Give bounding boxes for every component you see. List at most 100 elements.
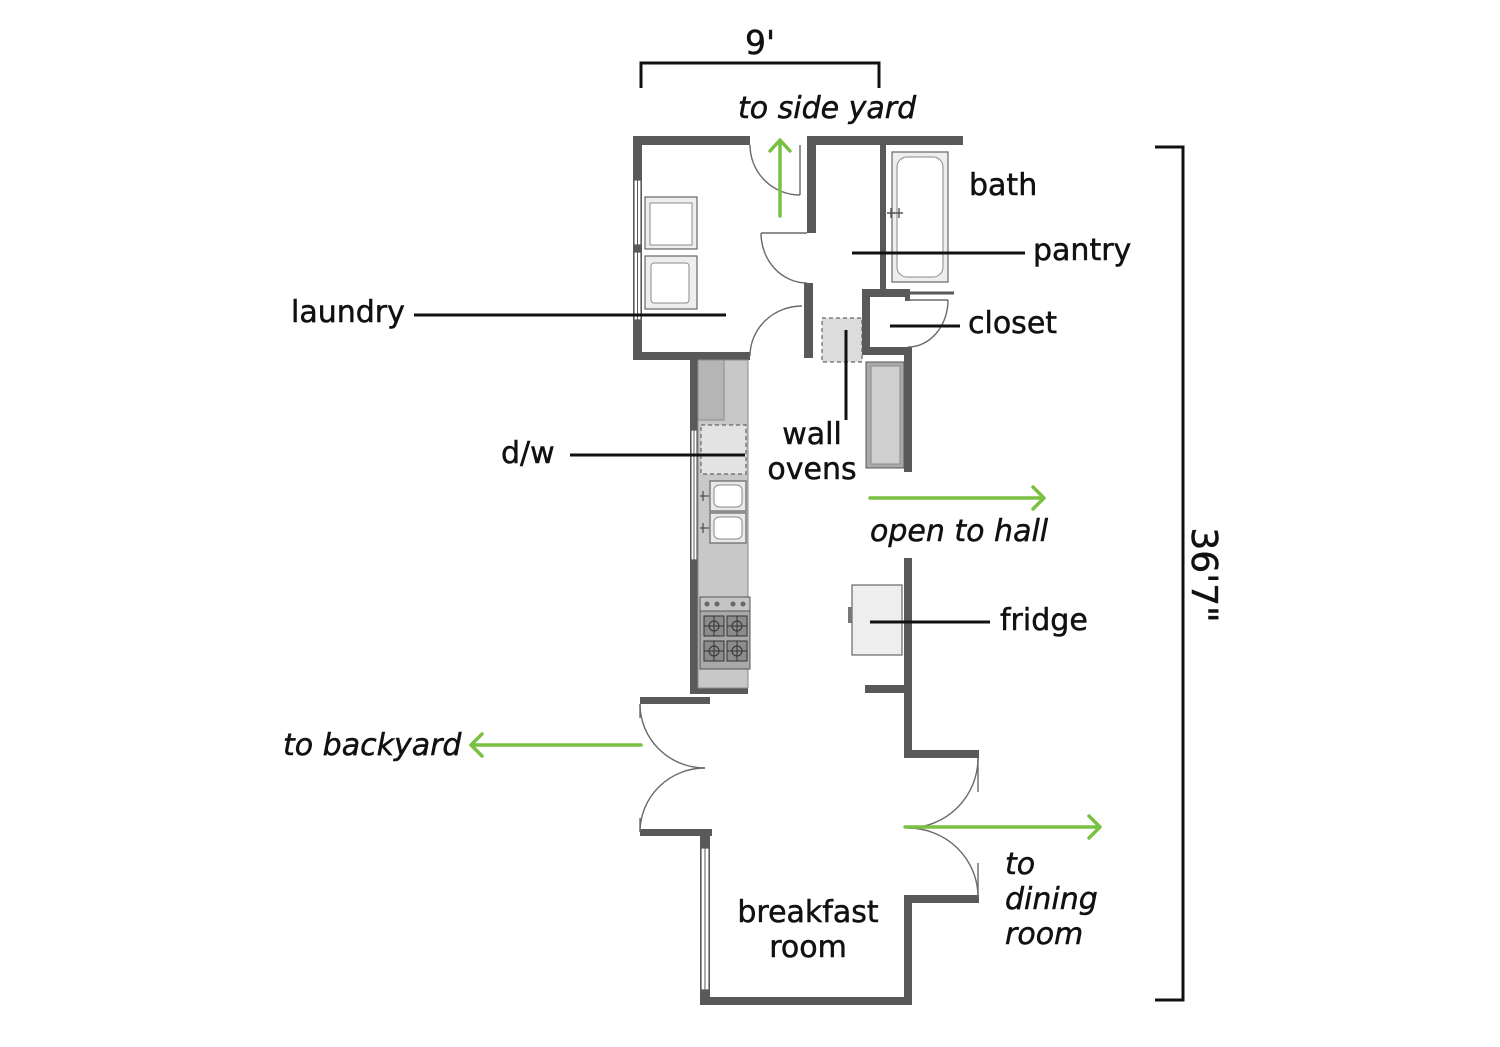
- wall-bath-left: [880, 145, 886, 291]
- burner-ring-icon: [731, 645, 743, 657]
- burner-ring-icon: [708, 620, 720, 632]
- door-swing: [749, 305, 803, 357]
- labels: to side yard bath pantry laundry closet …: [283, 91, 1132, 966]
- tall-cabinet: [865, 361, 905, 469]
- washer: [644, 255, 698, 310]
- stove: [699, 596, 751, 670]
- room-closet: closet: [968, 306, 1057, 341]
- sink-bowl-upper: [713, 484, 743, 508]
- wall-laundry-left: [633, 136, 642, 360]
- room-breakfast-line1: breakfast: [737, 895, 879, 930]
- fixture-wall-ovens-line2: ovens: [767, 452, 856, 487]
- fixture-wall-ovens-line1: wall: [782, 417, 842, 452]
- dryer-top: [649, 202, 693, 246]
- stove-knob: [730, 601, 736, 607]
- fridge-handle: [848, 607, 852, 623]
- burner-grate-icon: [704, 616, 747, 661]
- bathtub-faucet-icon: [887, 208, 903, 218]
- kitchen-counter: [697, 359, 751, 689]
- fixture-dishwasher: d/w: [501, 436, 555, 471]
- sink-faucet-icon: [700, 491, 709, 533]
- breakfast-window: [700, 847, 710, 991]
- wall-breakfast-right: [904, 895, 912, 1005]
- door-swing: [907, 299, 949, 348]
- direction-dining-line3: room: [1005, 917, 1083, 952]
- leader-lines: [414, 251, 1025, 624]
- stove-knob: [740, 601, 746, 607]
- laundry-door: [749, 305, 803, 357]
- burner-ring-icon: [708, 645, 720, 657]
- wall-ovens: [821, 317, 863, 363]
- width-label: 9': [745, 23, 775, 62]
- wall-dining-step-top: [904, 750, 979, 758]
- room-laundry: laundry: [291, 295, 405, 330]
- dishwasher-box: [700, 424, 747, 475]
- laundry-window-lower: [633, 251, 642, 321]
- wall-kitchen-right-lower: [904, 558, 912, 758]
- doors: [639, 144, 979, 898]
- fixture-fridge: fridge: [1000, 603, 1088, 638]
- wall-pantry-left-upper: [807, 145, 816, 233]
- wall-pantry-bath-top: [807, 136, 963, 145]
- wall-laundry-bottom: [633, 352, 750, 360]
- direction-side-yard: to side yard: [738, 91, 917, 126]
- wall-kitchen-right-upper: [904, 347, 912, 472]
- room-breakfast-line2: room: [769, 930, 847, 965]
- counter-upper-cabinet: [697, 359, 725, 421]
- door-swing-lower: [907, 827, 979, 898]
- direction-hall: open to hall: [870, 514, 1049, 549]
- wall-closet-left: [862, 289, 870, 355]
- arrow-up-icon: [768, 138, 792, 218]
- wall-ovens-box: [821, 317, 863, 363]
- bathtub: [887, 151, 949, 283]
- laundry-window-upper: [633, 179, 642, 246]
- dimension-length: 36'7": [1155, 145, 1224, 1002]
- room-bath: bath: [969, 168, 1037, 203]
- wall-laundry-top: [633, 136, 750, 145]
- wall-breakfast-bottom: [700, 997, 912, 1005]
- bathtub-basin: [896, 156, 944, 278]
- wall-closet-partition: [905, 289, 910, 301]
- washer-lid: [650, 262, 690, 304]
- door-swing-lower: [639, 767, 706, 833]
- door-swing-upper: [639, 703, 706, 769]
- closet-door: [907, 299, 949, 348]
- wall-backyard-door-top: [640, 697, 710, 704]
- length-bracket: [1155, 145, 1185, 1002]
- door-swing: [749, 144, 801, 196]
- kitchen-window: [690, 429, 698, 561]
- wall-closet-top: [862, 289, 908, 297]
- arrow-left-icon: [469, 732, 643, 758]
- dishwasher: [700, 424, 747, 475]
- stove-knob: [714, 601, 720, 607]
- tall-cabinet-inner: [870, 365, 901, 465]
- arrow-right-icon: [903, 814, 1102, 840]
- stove-knob-strip: [699, 596, 751, 612]
- direction-dining-line1: to: [1005, 847, 1035, 882]
- direction-dining-line2: dining: [1005, 882, 1098, 917]
- sink: [700, 480, 747, 544]
- direction-arrows: [469, 138, 1102, 840]
- wall-closet-bottom: [862, 347, 912, 355]
- side-yard-door: [749, 144, 801, 196]
- windows: [633, 179, 710, 991]
- stove-knob: [704, 601, 710, 607]
- dryer: [644, 196, 698, 250]
- fridge: [848, 584, 903, 656]
- room-pantry: pantry: [1033, 233, 1131, 268]
- burner-ring-icon: [731, 620, 743, 632]
- backyard-door: [639, 703, 706, 833]
- sink-bowl-lower: [713, 516, 743, 540]
- door-swing: [760, 232, 808, 284]
- wall-pantry-left-lower: [804, 283, 813, 358]
- fridge-body: [851, 584, 903, 656]
- wall-counter-bottom: [690, 686, 748, 694]
- wall-fridge-alcove: [865, 685, 912, 693]
- dimension-width: 9': [639, 23, 881, 88]
- wall-backyard-door-bottom: [640, 829, 712, 836]
- arrow-right-icon: [868, 485, 1046, 511]
- pantry-door: [760, 232, 808, 284]
- fixtures: [644, 151, 949, 689]
- direction-backyard: to backyard: [283, 728, 462, 763]
